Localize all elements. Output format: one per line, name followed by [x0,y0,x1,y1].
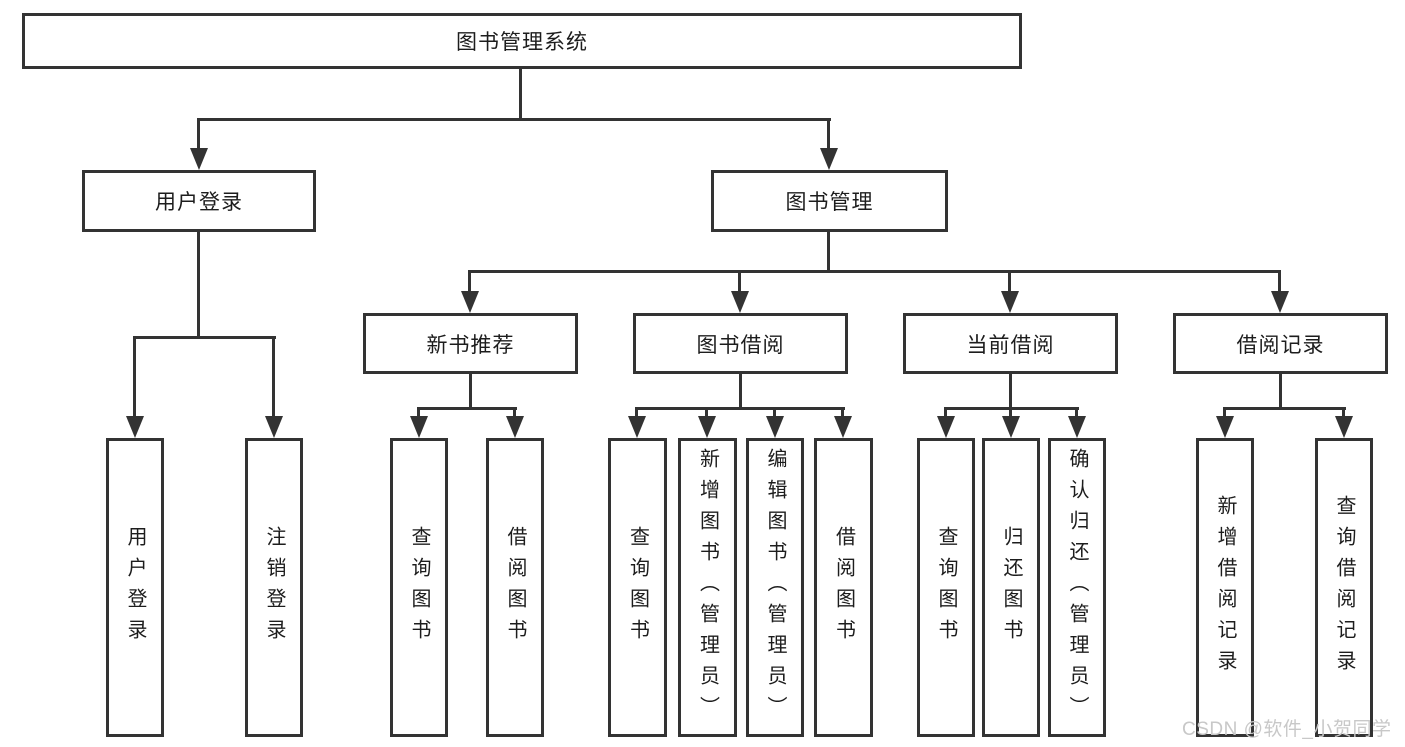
leaf-query-books: 查询图书 [390,438,448,737]
leaf-confirm-return-admin: 确认归还（管理员） [1048,438,1106,737]
node-book-borrowing: 图书借阅 [633,313,848,374]
arrow-down-icon [820,148,838,170]
node-new-book-recommend: 新书推荐 [363,313,578,374]
arrow-down-icon [766,416,784,438]
node-borrowing-records: 借阅记录 [1173,313,1388,374]
connector-vline [635,407,638,418]
arrow-down-icon [1216,416,1234,438]
connector-vline [841,407,844,418]
arrow-down-icon [1068,416,1086,438]
connector-vline [827,118,830,152]
connector-hline [197,118,831,121]
arrow-down-icon [410,416,428,438]
node-label: 新书推荐 [426,333,515,357]
node-label: 当前借阅 [966,333,1055,357]
connector-vline [197,118,200,152]
connector-vline [773,407,776,418]
node-user-login: 用户登录 [82,170,316,232]
connector-hline [1223,407,1346,410]
leaf-borrow-books: 借阅图书 [486,438,544,737]
node-book-management: 图书管理 [711,170,948,232]
leaf-label: 确认归还（管理员） [1066,448,1088,727]
leaf-label: 用户登录 [124,525,146,650]
node-label: 用户登录 [155,191,243,214]
leaf-label: 借阅图书 [832,525,855,650]
node-current-borrowing: 当前借阅 [903,313,1118,374]
connector-vline [469,374,472,410]
node-label: 图书借阅 [696,333,785,357]
connector-vline [1279,374,1282,410]
connector-vline [197,232,200,339]
connector-vline [417,407,420,418]
connector-vline [1009,374,1012,410]
connector-hline [133,336,276,339]
leaf-label: 查询图书 [408,525,430,650]
node-label: 借阅记录 [1236,333,1325,357]
leaf-add-books-admin: 新增图书（管理员） [678,438,737,737]
connector-vline [468,270,471,293]
connector-vline [944,407,947,418]
leaf-label: 查询图书 [935,525,957,650]
connector-vline [1278,270,1281,293]
leaf-label: 查询图书 [626,525,649,650]
arrow-down-icon [628,416,646,438]
leaf-query-borrow-record: 查询借阅记录 [1315,438,1373,737]
leaf-label: 新增图书（管理员） [696,448,719,727]
leaf-borrow-books: 借阅图书 [814,438,873,737]
connector-vline [1223,407,1226,418]
arrow-down-icon [190,148,208,170]
arrow-down-icon [731,291,749,313]
connector-vline [705,407,708,418]
connector-vline [272,336,275,418]
connector-vline [513,407,516,418]
node-label: 图书管理系统 [456,31,588,54]
arrow-down-icon [1001,291,1019,313]
connector-vline [133,336,136,418]
arrow-down-icon [834,416,852,438]
leaf-user-login: 用户登录 [106,438,164,737]
node-label: 图书管理 [785,191,874,214]
leaf-label: 编辑图书（管理员） [764,448,786,727]
leaf-label: 借阅图书 [504,525,526,650]
leaf-add-borrow-record: 新增借阅记录 [1196,438,1254,737]
connector-hline [417,407,517,410]
node-library-management-system: 图书管理系统 [22,13,1022,69]
connector-vline [738,270,741,293]
leaf-label: 注销登录 [263,525,285,650]
leaf-label: 查询借阅记录 [1333,494,1355,681]
connector-hline [635,407,845,410]
arrow-down-icon [461,291,479,313]
connector-vline [519,69,522,121]
leaf-edit-books-admin: 编辑图书（管理员） [746,438,804,737]
leaf-query-books: 查询图书 [608,438,667,737]
connector-vline [827,232,830,273]
arrow-down-icon [698,416,716,438]
connector-vline [1342,407,1345,418]
leaf-return-books: 归还图书 [982,438,1040,737]
arrow-down-icon [1002,416,1020,438]
leaf-label: 归还图书 [1000,525,1022,650]
connector-hline [468,270,1281,273]
watermark: CSDN @软件_小贺同学 [1182,719,1392,740]
arrow-down-icon [126,416,144,438]
arrow-down-icon [1335,416,1353,438]
connector-vline [739,374,742,410]
connector-vline [1075,407,1078,418]
leaf-query-books: 查询图书 [917,438,975,737]
leaf-label: 新增借阅记录 [1214,494,1236,681]
arrow-down-icon [937,416,955,438]
arrow-down-icon [506,416,524,438]
leaf-logout: 注销登录 [245,438,303,737]
arrow-down-icon [1271,291,1289,313]
connector-vline [1009,407,1012,418]
arrow-down-icon [265,416,283,438]
connector-vline [1008,270,1011,293]
